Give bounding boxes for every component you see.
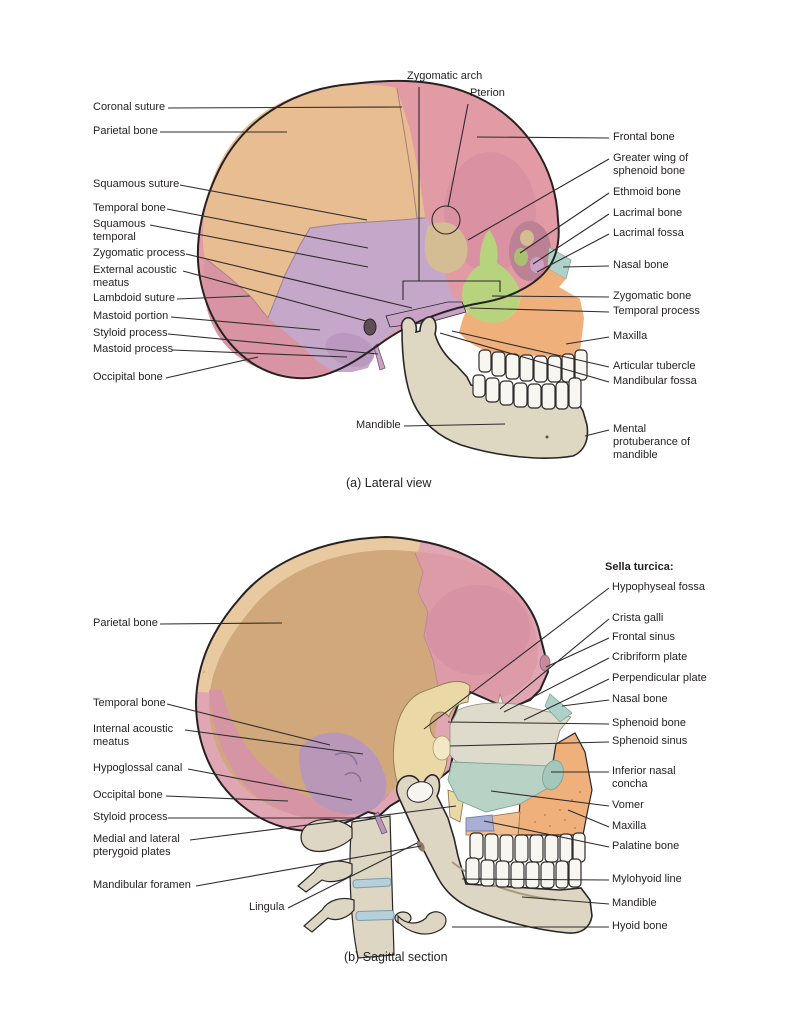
label-parietal-bone-lateral: Parietal bone xyxy=(93,125,158,137)
label-sphenoid-sinus: Sphenoid sinus xyxy=(612,735,688,747)
label-lacrimal-bone: Lacrimal bone xyxy=(613,207,683,219)
label-maxilla-lateral: Maxilla xyxy=(613,330,648,342)
label-mental-protuberance: Mental protuberance of mandible xyxy=(613,423,691,461)
label-external-acoustic-meatus: External acoustic meatus xyxy=(93,264,177,289)
leader-lines xyxy=(149,106,610,928)
pterion-circle xyxy=(431,205,461,235)
label-frontal-bone: Frontal bone xyxy=(613,131,675,143)
label-styloid-process-sagittal: Styloid process xyxy=(93,811,168,823)
label-hypophyseal-fossa: Hypophyseal fossa xyxy=(612,581,705,593)
label-parietal-bone-sagittal: Parietal bone xyxy=(93,617,158,629)
label-zygomatic-process: Zygomatic process xyxy=(93,247,186,259)
label-lambdoid-suture: Lambdoid suture xyxy=(93,292,175,304)
label-articular-tubercle: Articular tubercle xyxy=(613,360,696,372)
label-palatine-bone: Palatine bone xyxy=(612,840,680,852)
label-vomer: Vomer xyxy=(612,799,644,811)
label-temporal-process: Temporal process xyxy=(613,305,700,317)
label-maxilla-sagittal: Maxilla xyxy=(612,820,647,832)
label-mandible-sagittal: Mandible xyxy=(612,897,657,909)
label-squamous-temporal: Squamous temporal xyxy=(93,218,146,243)
label-frontal-sinus: Frontal sinus xyxy=(612,631,675,643)
label-lingula: Lingula xyxy=(249,901,285,913)
label-mandibular-fossa: Mandibular fossa xyxy=(613,375,697,387)
label-ethmoid-bone: Ethmoid bone xyxy=(613,186,681,198)
label-occipital-bone-sagittal: Occipital bone xyxy=(93,789,163,801)
label-mastoid-process: Mastoid process xyxy=(93,343,174,355)
label-nasal-bone-sagittal: Nasal bone xyxy=(612,693,668,705)
label-occipital-bone-lateral: Occipital bone xyxy=(93,371,163,383)
label-lacrimal-fossa: Lacrimal fossa xyxy=(613,227,684,239)
label-greater-wing-sphenoid: Greater wing of sphenoid bone xyxy=(613,152,689,177)
label-pterygoid-plates: Medial and lateral pterygoid plates xyxy=(93,833,180,858)
lateral-skull xyxy=(196,79,589,459)
label-zygomatic-arch: Zygomatic arch xyxy=(407,70,483,82)
label-mastoid-portion: Mastoid portion xyxy=(93,310,169,322)
label-styloid-process-lateral: Styloid process xyxy=(93,327,168,339)
label-temporal-bone-lateral: Temporal bone xyxy=(93,202,166,214)
hyoid-bone xyxy=(394,911,447,935)
label-crista-galli: Crista galli xyxy=(612,612,664,624)
lateral-lower-teeth xyxy=(472,374,582,410)
label-temporal-bone-sagittal: Temporal bone xyxy=(93,697,166,709)
sagittal-upper-teeth xyxy=(469,832,586,863)
sagittal-skull xyxy=(194,535,593,959)
label-inferior-nasal-concha: Inferior nasal concha xyxy=(612,765,676,790)
label-mylohyoid-line: Mylohyoid line xyxy=(612,873,682,885)
label-hypoglossal-canal: Hypoglossal canal xyxy=(93,762,183,774)
label-squamous-suture: Squamous suture xyxy=(93,178,180,190)
caption-lateral-view: (a) Lateral view xyxy=(346,476,432,490)
label-mandible-lateral: Mandible xyxy=(356,419,401,431)
label-zygomatic-bone: Zygomatic bone xyxy=(613,290,692,302)
label-mandibular-foramen: Mandibular foramen xyxy=(93,879,191,891)
label-perpendicular-plate: Perpendicular plate xyxy=(612,672,707,684)
lateral-upper-teeth xyxy=(478,349,588,383)
label-sella-turcica-header: Sella turcica: xyxy=(605,561,674,573)
label-hyoid-bone: Hyoid bone xyxy=(612,920,668,932)
pterion-pointer xyxy=(447,103,469,208)
label-coronal-suture: Coronal suture xyxy=(93,101,166,113)
caption-sagittal-section: (b) Sagittal section xyxy=(344,950,448,964)
label-nasal-bone-lateral: Nasal bone xyxy=(613,259,669,271)
label-cribriform-plate: Cribriform plate xyxy=(612,651,688,663)
label-internal-acoustic-meatus: Internal acoustic meatus xyxy=(93,723,174,748)
zygomatic-arch-bracket xyxy=(402,280,501,300)
label-pterion: Pterion xyxy=(470,87,505,99)
label-sphenoid-bone: Sphenoid bone xyxy=(612,717,687,729)
